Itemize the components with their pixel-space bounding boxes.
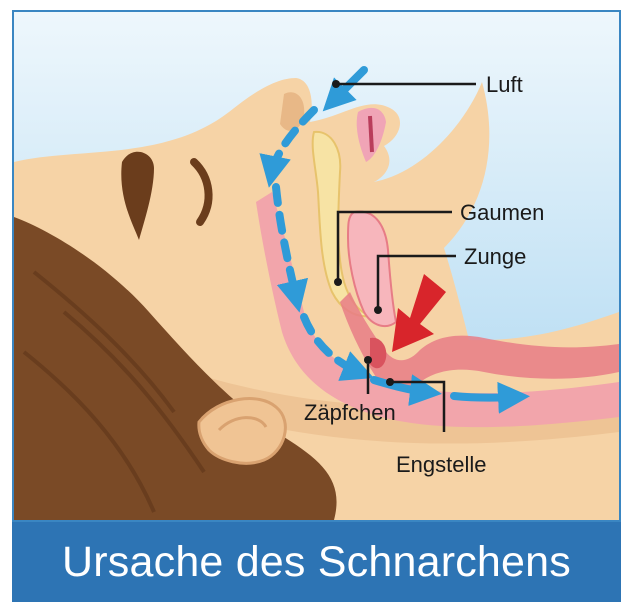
banner-title: Ursache des Schnarchens (62, 538, 571, 587)
lip-line (370, 116, 372, 152)
label-engstelle: Engstelle (396, 452, 487, 477)
label-zaepfchen: Zäpfchen (304, 400, 396, 425)
label-gaumen: Gaumen (460, 200, 544, 225)
label-luft: Luft (486, 72, 523, 97)
label-zunge: Zunge (464, 244, 526, 269)
title-banner: Ursache des Schnarchens (12, 522, 621, 602)
ear (199, 399, 286, 464)
diagram-illustration: Luft Gaumen Zunge Zäpfchen Engstelle (12, 10, 621, 522)
